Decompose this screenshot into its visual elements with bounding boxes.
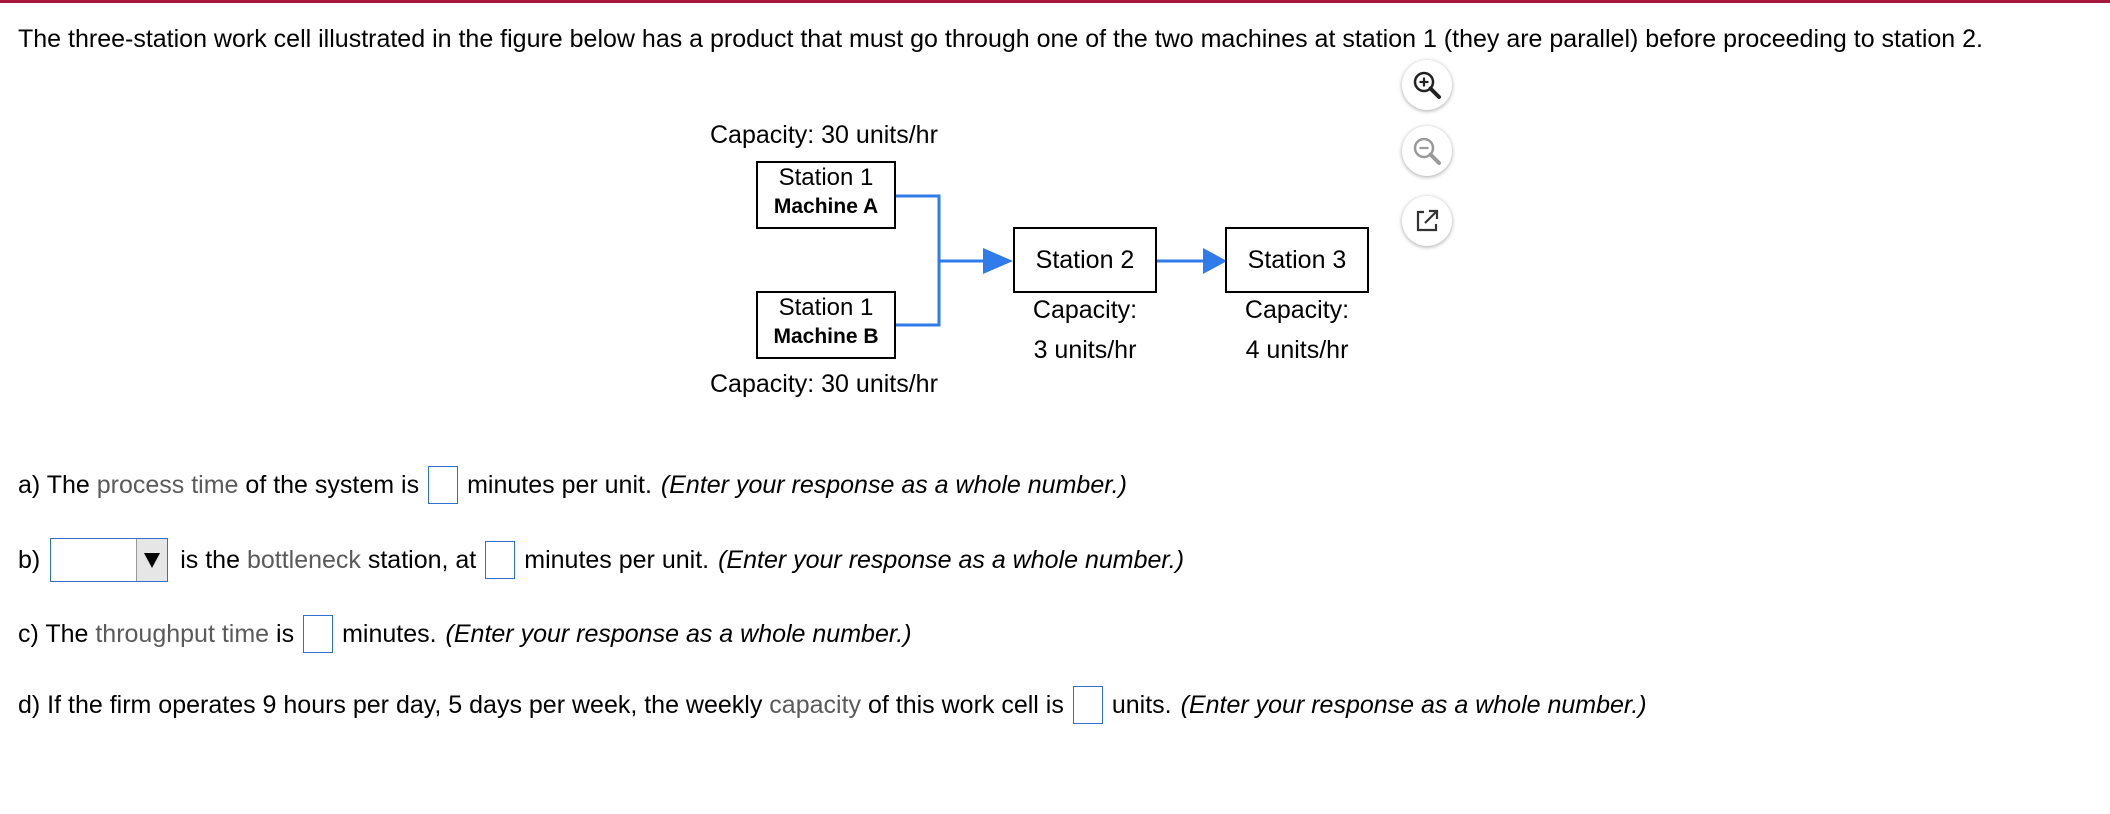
station2-capacity-value: 3 units/hr: [1033, 336, 1137, 364]
station2-box: Station 2: [1013, 227, 1157, 293]
zoom-out-icon: [1413, 137, 1441, 165]
machine-b-capacity: Capacity: 30 units/hr: [710, 370, 938, 398]
question-d-middle: of this work cell is: [861, 690, 1064, 719]
zoom-in-button[interactable]: [1402, 60, 1452, 110]
question-b-middle: station, at: [360, 545, 477, 574]
question-d-suffix: units.: [1111, 690, 1172, 719]
bottleneck-time-input[interactable]: [485, 541, 516, 579]
weekly-capacity-input[interactable]: [1072, 686, 1103, 724]
station1-machine-b-box: Station 1 Machine B: [756, 291, 896, 359]
station3-box: Station 3: [1225, 227, 1369, 293]
question-a: a) The process time of the system is min…: [18, 466, 1127, 504]
process-time-input[interactable]: [428, 466, 459, 504]
dropdown-button[interactable]: [136, 539, 168, 581]
question-b-prefix: b): [18, 545, 41, 574]
question-b-suffix: minutes per unit.: [524, 545, 710, 574]
station3-capacity-value: 4 units/hr: [1245, 336, 1349, 364]
throughput-time-link[interactable]: throughput time: [95, 619, 270, 648]
question-a-instruction: (Enter your response as a whole number.): [660, 470, 1127, 499]
question-a-middle: of the system is: [238, 470, 420, 499]
machine-a-capacity: Capacity: 30 units/hr: [710, 121, 938, 149]
top-accent-bar: [0, 0, 2110, 3]
machine-b-label: Machine B: [773, 325, 879, 348]
zoom-out-button[interactable]: [1402, 126, 1452, 176]
bottleneck-station-select[interactable]: [50, 538, 169, 582]
throughput-time-input[interactable]: [303, 615, 334, 653]
station3-label: Station 3: [1247, 246, 1347, 274]
machine-b-station-label: Station 1: [778, 294, 874, 321]
merge-connector: [896, 194, 941, 327]
question-d-prefix: d) If the firm operates 9 hours per day,…: [18, 690, 770, 719]
question-b: b) is the bottleneck station, at minutes…: [18, 538, 1184, 582]
machine-a-label: Machine A: [773, 195, 879, 218]
machine-a-station-label: Station 1: [778, 164, 874, 191]
station1-machine-a-box: Station 1 Machine A: [756, 161, 896, 229]
triangle-down-icon: [144, 553, 161, 568]
question-a-suffix: minutes per unit.: [467, 470, 652, 499]
problem-statement: The three-station work cell illustrated …: [18, 25, 1984, 53]
bottleneck-link[interactable]: bottleneck: [246, 545, 361, 574]
question-d-instruction: (Enter your response as a whole number.): [1180, 690, 1647, 719]
station3-capacity-label: Capacity:: [1244, 296, 1350, 324]
question-a-prefix: a) The: [18, 470, 97, 499]
station2-label: Station 2: [1035, 246, 1135, 274]
question-b-term-prefix: is the: [180, 545, 247, 574]
question-c-prefix: c) The: [18, 619, 96, 648]
question-c-middle: is: [269, 619, 295, 648]
question-c: c) The throughput time is minutes. (Ente…: [18, 615, 912, 653]
open-external-button[interactable]: [1402, 196, 1452, 246]
process-time-link[interactable]: process time: [96, 470, 239, 499]
zoom-in-icon: [1413, 71, 1441, 99]
capacity-link[interactable]: capacity: [769, 690, 862, 719]
external-link-icon: [1416, 209, 1439, 232]
flow-connectors: [896, 194, 1227, 327]
question-d: d) If the firm operates 9 hours per day,…: [18, 686, 1647, 724]
work-cell-diagram: Capacity: 30 units/hr Station 1 Machine …: [710, 121, 1369, 398]
station2-capacity-label: Capacity:: [1032, 296, 1138, 324]
question-c-suffix: minutes.: [342, 619, 437, 648]
question-c-instruction: (Enter your response as a whole number.): [445, 619, 912, 648]
question-b-instruction: (Enter your response as a whole number.): [718, 545, 1185, 574]
arrow-to-station2-head: [983, 248, 1013, 274]
arrow-to-station3-head: [1203, 248, 1227, 274]
